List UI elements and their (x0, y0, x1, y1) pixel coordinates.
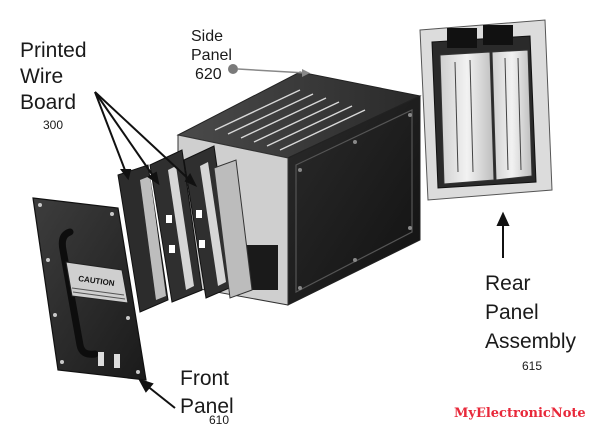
label-rear-panel-number: 615 (522, 359, 543, 373)
label-side-panel-number: 620 (195, 66, 222, 83)
pwb-card (117, 164, 169, 313)
pwb-card (213, 159, 253, 299)
pwb-arrowhead (120, 169, 132, 181)
label-printed-wire-board-line3: Board (20, 91, 77, 114)
printed-wire-boards (117, 145, 253, 313)
pwb-arrow (94, 91, 129, 179)
label-front-panel-line2: Panel (180, 395, 234, 418)
pwb-arrowhead (184, 173, 198, 188)
front-panel: CAUTION (32, 197, 147, 381)
rear-connector-block (483, 25, 513, 45)
front-panel-connector (114, 354, 120, 368)
watermark: MyElectronicNote (454, 406, 586, 421)
label-printed-wire-board-number: 300 (43, 118, 64, 132)
caution-plate: CAUTION (65, 261, 129, 304)
front-panel-arrowhead (137, 378, 154, 393)
label-printed-wire-board-line1: Printed (20, 39, 87, 62)
front-panel-handle (58, 228, 99, 358)
rear-panel-arrowhead (496, 211, 510, 226)
rear-connector-pins (454, 57, 522, 173)
label-rear-panel-line2: Panel (485, 301, 539, 324)
pwb-card (149, 149, 203, 303)
pwb-arrow (94, 91, 159, 184)
front-panel-arrow (145, 384, 176, 409)
label-front-panel-line1: Front (180, 367, 230, 390)
side-panel-arrowhead (302, 69, 310, 77)
label-front-panel-number: 610 (209, 413, 230, 427)
label-side-panel-line2: Panel (191, 47, 232, 64)
front-panel-screws (38, 203, 140, 374)
rear-panel-assembly (419, 19, 553, 201)
pwb-arrowhead (147, 171, 160, 186)
side-panel-leader (237, 68, 307, 74)
side-panel-rim (295, 109, 413, 293)
side-panel-screws (298, 113, 412, 290)
front-panel-connector (98, 352, 104, 366)
rear-connector-block (447, 28, 477, 48)
chassis-top-vents (214, 89, 366, 151)
pwb-arrow (94, 91, 196, 186)
label-rear-panel-line1: Rear (485, 272, 531, 295)
side-panel-pointer-dot (228, 64, 238, 74)
label-rear-panel-line3: Assembly (485, 330, 577, 353)
leader-lines (94, 68, 510, 409)
label-printed-wire-board-line2: Wire (20, 65, 64, 88)
label-side-panel-line1: Side (191, 28, 224, 45)
